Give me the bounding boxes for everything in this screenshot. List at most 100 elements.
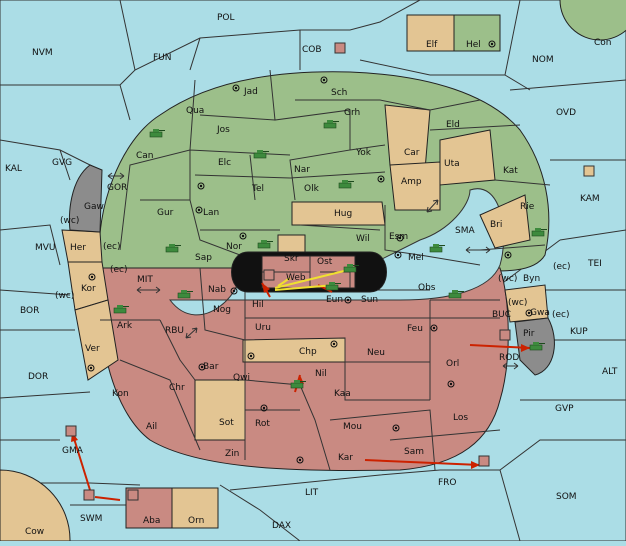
label-sma: SMA (455, 226, 475, 236)
label-gur: Gur (157, 208, 174, 218)
label-kar: Kar (338, 453, 353, 463)
label-hel: Hel (466, 40, 481, 50)
label-qwi: Qwi (233, 373, 250, 383)
tank-icon (531, 228, 547, 237)
label-gor: GOR (107, 183, 127, 193)
label-bri: Bri (490, 220, 502, 230)
territory-chp[interactable] (242, 337, 346, 363)
label-gvg: GVG (52, 158, 72, 168)
label-cob: COB (302, 45, 322, 55)
label-mit: MIT (137, 275, 153, 285)
label-web: Web (286, 273, 306, 283)
label-obs: Obs (418, 283, 436, 293)
label-tel: Tel (251, 184, 264, 194)
label-kor: Kor (81, 284, 96, 294)
label-dax: DAX (272, 521, 291, 531)
label-sch: Sch (331, 88, 347, 98)
label-feu: Feu (407, 324, 423, 334)
supply-centers (87, 40, 533, 464)
label-ark: Ark (117, 321, 133, 331)
label-tei: TEI (587, 259, 602, 269)
label-bor: BOR (20, 306, 39, 316)
territory-gaw[interactable] (68, 164, 103, 233)
label-hil: Hil (252, 300, 264, 310)
label-jos: Jos (216, 125, 230, 135)
label-amp: Amp (401, 177, 422, 187)
label-bar: Bar (203, 362, 219, 372)
label-can: Can (136, 151, 154, 161)
label-rod: ROD (499, 353, 519, 363)
territory-sot[interactable] (194, 379, 246, 441)
label-hug: Hug (334, 209, 352, 219)
arrows (71, 269, 531, 501)
label-rie: Rie (520, 202, 535, 212)
label-los: Los (453, 413, 468, 423)
label-dor: DOR (28, 372, 48, 382)
label-nom: NOM (532, 55, 554, 65)
tank-icon (177, 290, 193, 299)
label-lit: LIT (305, 488, 319, 498)
gray-labels: Gaw Pir (84, 202, 535, 339)
label-chp: Chp (299, 347, 317, 357)
tank-icon (323, 120, 339, 129)
label-ec-byn: (ec) (553, 262, 571, 272)
label-wc-west: (wc) (60, 216, 79, 226)
label-car: Car (404, 148, 420, 158)
tank-icon (165, 244, 181, 253)
label-gaw: Gaw (84, 202, 104, 212)
green-labels: Jad Sch Qua Jos Grh Eld Can Elc Nar Yok … (136, 87, 540, 284)
label-ec-west: (ec) (103, 242, 121, 252)
label-gma: GMA (62, 446, 84, 456)
label-skr: Skr (284, 254, 299, 264)
label-gvp: GVP (555, 404, 574, 414)
label-her: Her (70, 243, 86, 253)
label-nil: Nil (315, 369, 327, 379)
label-mvu: MVU (35, 243, 56, 253)
territory-con[interactable] (559, 0, 626, 41)
label-som: SOM (556, 492, 577, 502)
tank-icon (257, 240, 273, 249)
territory-car[interactable] (384, 104, 431, 171)
label-olk: Olk (304, 184, 320, 194)
label-kam: KAM (580, 194, 600, 204)
label-ec-kor: (ec) (110, 265, 128, 275)
label-elc: Elc (218, 158, 231, 168)
label-wc-kor: (wc) (55, 291, 74, 301)
label-mou: Mou (343, 422, 362, 432)
territory-amp[interactable] (389, 161, 441, 211)
label-eld: Eld (446, 120, 460, 130)
territory-orn[interactable] (171, 487, 219, 529)
label-esm: Esm (389, 232, 408, 242)
label-grh: Grh (344, 108, 360, 118)
tank-icon (429, 244, 445, 253)
tank-icon (149, 129, 165, 138)
label-pir: Pir (523, 329, 535, 339)
label-pol: POL (217, 13, 235, 23)
tank-icon (113, 305, 129, 314)
tank-icon (343, 264, 359, 273)
label-zin: Zin (225, 449, 239, 459)
label-byn: Byn (523, 274, 540, 284)
green-region (98, 71, 550, 272)
label-sam: Sam (404, 447, 424, 457)
territory-cow[interactable] (0, 469, 71, 542)
label-kaa: Kaa (334, 389, 351, 399)
label-rot: Rot (255, 419, 270, 429)
territory-uta[interactable] (439, 129, 496, 186)
sea-labels: POL COB NVM FUN NOM Con OVD KAL GVG GOR … (5, 13, 618, 537)
label-qua: Qua (186, 106, 204, 116)
label-elf: Elf (426, 40, 438, 50)
label-ver: Ver (85, 344, 100, 354)
label-mel: Mel (408, 253, 424, 263)
label-con: Con (594, 38, 612, 48)
territory-bri[interactable] (479, 194, 531, 249)
label-kat: Kat (503, 166, 518, 176)
label-lan: Lan (203, 208, 219, 218)
label-nor: Nor (226, 242, 242, 252)
label-ovd: OVD (556, 108, 576, 118)
label-nvm: NVM (32, 48, 53, 58)
territory-elf[interactable] (406, 14, 455, 52)
label-ost: Ost (317, 257, 333, 267)
label-sot: Sot (219, 418, 234, 428)
